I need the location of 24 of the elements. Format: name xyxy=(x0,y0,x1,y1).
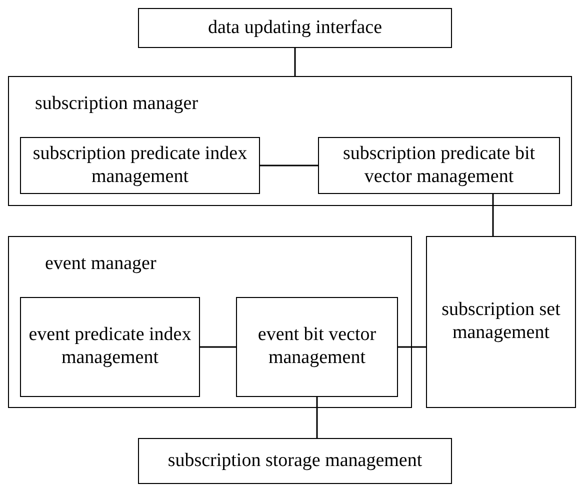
box-label: subscription predicate index management xyxy=(32,142,248,188)
connector-line xyxy=(316,397,318,438)
group-heading: event manager xyxy=(45,253,156,275)
box-label: subscription set management xyxy=(440,299,562,345)
group-heading: subscription manager xyxy=(35,93,198,115)
process-box xyxy=(426,236,576,408)
connector-line xyxy=(294,48,296,76)
box-label: event predicate index management xyxy=(28,324,192,370)
connector-line xyxy=(492,194,494,236)
group-box xyxy=(8,76,572,206)
box-label: data updating interface xyxy=(208,16,382,40)
group-box xyxy=(8,236,412,408)
box-label: subscription storage management xyxy=(168,450,422,472)
process-box xyxy=(236,297,398,397)
process-box xyxy=(20,297,200,397)
connector-line xyxy=(398,346,426,348)
process-box xyxy=(20,137,260,194)
process-box xyxy=(318,137,560,194)
connector-line xyxy=(260,164,318,166)
box-label: subscription predicate bit vector management xyxy=(342,142,536,188)
process-box xyxy=(138,438,452,484)
box-label: event bit vector management xyxy=(256,324,378,370)
process-box xyxy=(138,8,452,48)
connector-line xyxy=(200,346,236,348)
